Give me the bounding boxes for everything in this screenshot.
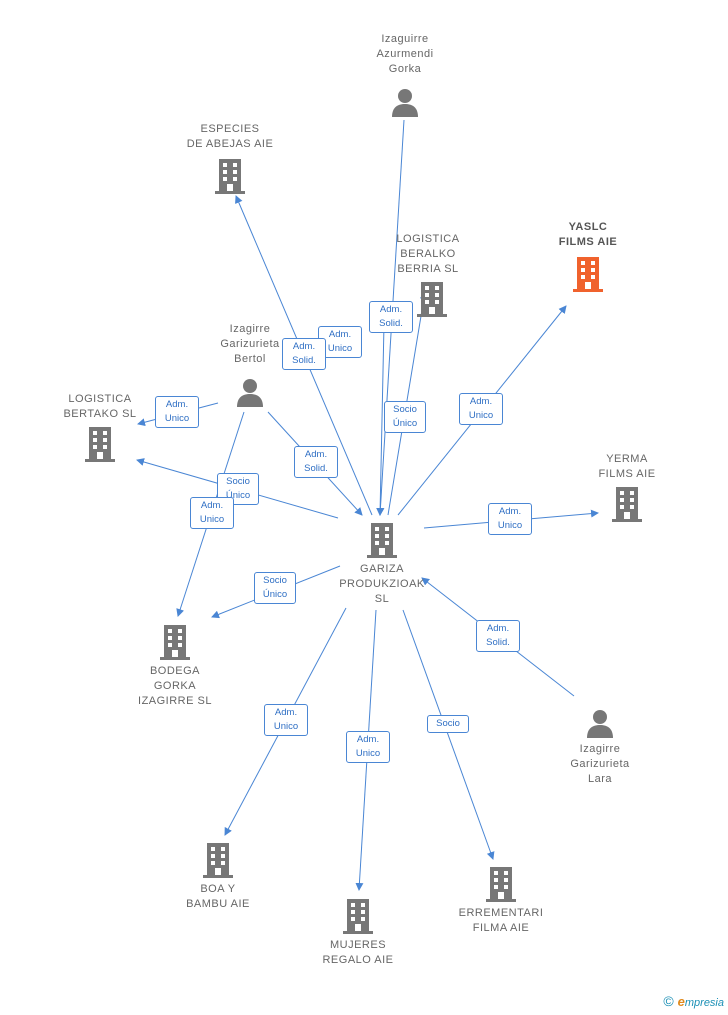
node-label: BOA Y BAMBU AIE xyxy=(186,883,250,910)
node-label: YASLC FILMS AIE xyxy=(558,221,618,248)
relation-badge[interactable]: Adm. Solid. xyxy=(294,446,338,478)
relation-badge[interactable]: Adm. Unico xyxy=(264,704,308,736)
node-logistica-bertako[interactable]: LOGISTICA BERTAKO SL xyxy=(50,392,150,462)
building-icon xyxy=(215,159,245,194)
edge-center-to-errementari xyxy=(402,609,495,860)
node-label: LOGISTICA BERTAKO SL xyxy=(63,393,137,420)
node-bodega[interactable]: BODEGA GORKA IZAGIRRE SL xyxy=(120,624,230,709)
relation-badge[interactable]: Adm. Unico xyxy=(190,497,234,529)
relation-badge[interactable]: Adm. Unico xyxy=(318,326,362,358)
node-logistica-beralko[interactable]: LOGISTICA BERALKO BERRIA SL xyxy=(383,232,473,317)
node-boa[interactable]: BOA Y BAMBU AIE xyxy=(168,842,268,912)
node-izagirre-bertol[interactable]: Izagirre Garizurieta Bertol xyxy=(200,322,300,407)
building-icon xyxy=(417,282,447,317)
node-label: YERMA FILMS AIE xyxy=(598,453,656,480)
building-icon xyxy=(160,625,190,660)
person-icon xyxy=(587,710,613,738)
node-label: Izagirre Garizurieta Lara xyxy=(570,743,630,785)
building-icon xyxy=(367,523,397,558)
copyright-icon: © xyxy=(663,993,674,1009)
relation-badge[interactable]: Socio xyxy=(427,715,469,733)
building-icon xyxy=(612,487,642,522)
node-label: ESPECIES DE ABEJAS AIE xyxy=(186,123,274,150)
node-yaslc[interactable]: YASLC FILMS AIE xyxy=(543,220,633,292)
building-icon xyxy=(203,843,233,878)
brand-logo-first: e xyxy=(677,994,685,1009)
building-icon xyxy=(573,257,603,292)
relation-badge[interactable]: Adm. Unico xyxy=(459,393,503,425)
relation-badge[interactable]: Adm. Solid. xyxy=(476,620,520,652)
building-icon xyxy=(343,899,373,934)
node-errementari[interactable]: ERREMENTARI FILMA AIE xyxy=(446,866,556,936)
node-center-gariza[interactable]: GARIZA PRODUKZIOAK SL xyxy=(323,522,441,607)
edge-beralko-to-center xyxy=(376,323,385,516)
person-icon xyxy=(392,89,418,117)
node-label: MUJERES REGALO AIE xyxy=(322,939,394,966)
brand-logo-rest: mpresia xyxy=(684,997,724,1009)
node-izaguirre-gorka[interactable]: Izaguirre Azurmendi Gorka xyxy=(350,32,460,117)
node-mujeres[interactable]: MUJERES REGALO AIE xyxy=(308,898,408,968)
node-label: Izagirre Garizurieta Bertol xyxy=(220,323,280,365)
node-label: ERREMENTARI FILMA AIE xyxy=(458,907,544,934)
relation-badge[interactable]: Socio Único xyxy=(217,473,259,505)
relation-badge[interactable]: Adm. Unico xyxy=(155,396,199,428)
building-icon xyxy=(85,427,115,462)
node-label: Izaguirre Azurmendi Gorka xyxy=(376,33,434,75)
node-izagirre-lara[interactable]: Izagirre Garizurieta Lara xyxy=(550,708,650,787)
node-label: GARIZA PRODUKZIOAK SL xyxy=(339,563,425,605)
relation-badge[interactable]: Adm. Unico xyxy=(346,731,390,763)
node-label: BODEGA GORKA IZAGIRRE SL xyxy=(138,665,212,707)
relation-badge[interactable]: Socio Único xyxy=(384,401,426,433)
relation-badge[interactable]: Adm. Unico xyxy=(488,503,532,535)
relation-badge[interactable]: Adm. Solid. xyxy=(282,338,326,370)
node-label: LOGISTICA BERALKO BERRIA SL xyxy=(396,233,460,275)
building-icon xyxy=(486,867,516,902)
relation-badge[interactable]: Socio Único xyxy=(254,572,296,604)
brand-footer: ©empresia xyxy=(663,993,724,1009)
node-yerma[interactable]: YERMA FILMS AIE xyxy=(582,452,672,522)
relation-badge[interactable]: Adm. Solid. xyxy=(369,301,413,333)
node-especies[interactable]: ESPECIES DE ABEJAS AIE xyxy=(170,122,290,194)
person-icon xyxy=(237,379,263,407)
